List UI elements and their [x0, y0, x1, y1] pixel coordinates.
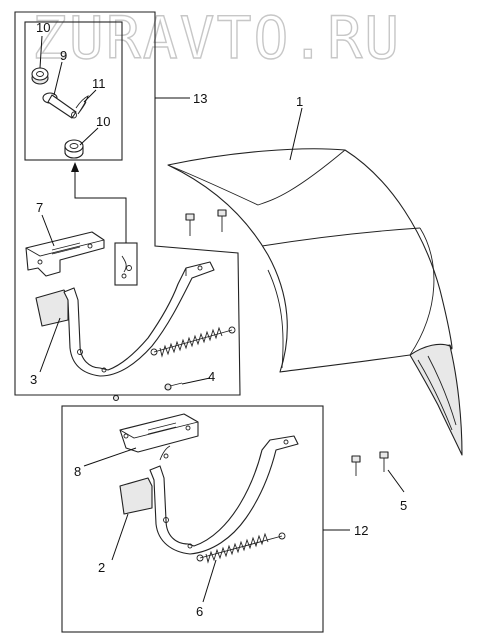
spring-upper — [150, 326, 236, 358]
pin-9 — [42, 92, 77, 119]
bolts-5 — [351, 451, 389, 476]
callout-4: 4 — [208, 369, 215, 384]
callout-11: 11 — [92, 76, 106, 91]
leader-11 — [83, 89, 97, 103]
bolts-upper — [185, 209, 227, 236]
callout-5: 5 — [400, 498, 407, 513]
leader-7 — [41, 214, 55, 247]
callout-6: 6 — [196, 604, 203, 619]
leader-8 — [83, 447, 137, 467]
small-inset-clip — [121, 255, 132, 279]
detail-arrow-line — [74, 170, 127, 243]
leader-5 — [387, 469, 405, 493]
watermark: ZURAVTO.RU — [32, 4, 401, 72]
bracket-7 — [25, 231, 105, 277]
inset-detail-box — [24, 21, 123, 161]
callout-2: 2 — [98, 560, 105, 575]
nut-10-top — [31, 67, 49, 85]
leader-1 — [289, 107, 303, 161]
frame-assembly-12 — [61, 405, 324, 633]
clip-11 — [75, 95, 89, 115]
leader-6 — [202, 559, 217, 603]
bushing-10-bottom — [64, 139, 84, 159]
callout-3: 3 — [30, 372, 37, 387]
trunk-lid — [167, 148, 463, 456]
leader-2 — [111, 513, 129, 561]
screw-4 — [164, 382, 183, 391]
callout-8: 8 — [74, 464, 81, 479]
callout-10-bottom: 10 — [96, 114, 110, 129]
bracket-8 — [119, 413, 199, 453]
callout-10-top: 10 — [36, 20, 50, 35]
callout-13: 13 — [193, 91, 207, 106]
leader-3 — [39, 317, 61, 373]
detail-arrow-head — [71, 162, 79, 172]
leader-10b — [79, 127, 99, 146]
small-washer — [112, 394, 120, 402]
leader-9 — [53, 61, 63, 96]
leader-10a — [39, 35, 43, 69]
callout-12: 12 — [354, 523, 368, 538]
callout-1: 1 — [296, 94, 303, 109]
hinge-arm-2 — [119, 435, 299, 555]
leader-4 — [181, 377, 211, 385]
frame-assembly-13 — [14, 11, 241, 396]
callout-9: 9 — [60, 48, 67, 63]
spring-6 — [196, 532, 286, 564]
callout-7: 7 — [36, 200, 43, 215]
hinge-arm-3 — [35, 261, 215, 377]
